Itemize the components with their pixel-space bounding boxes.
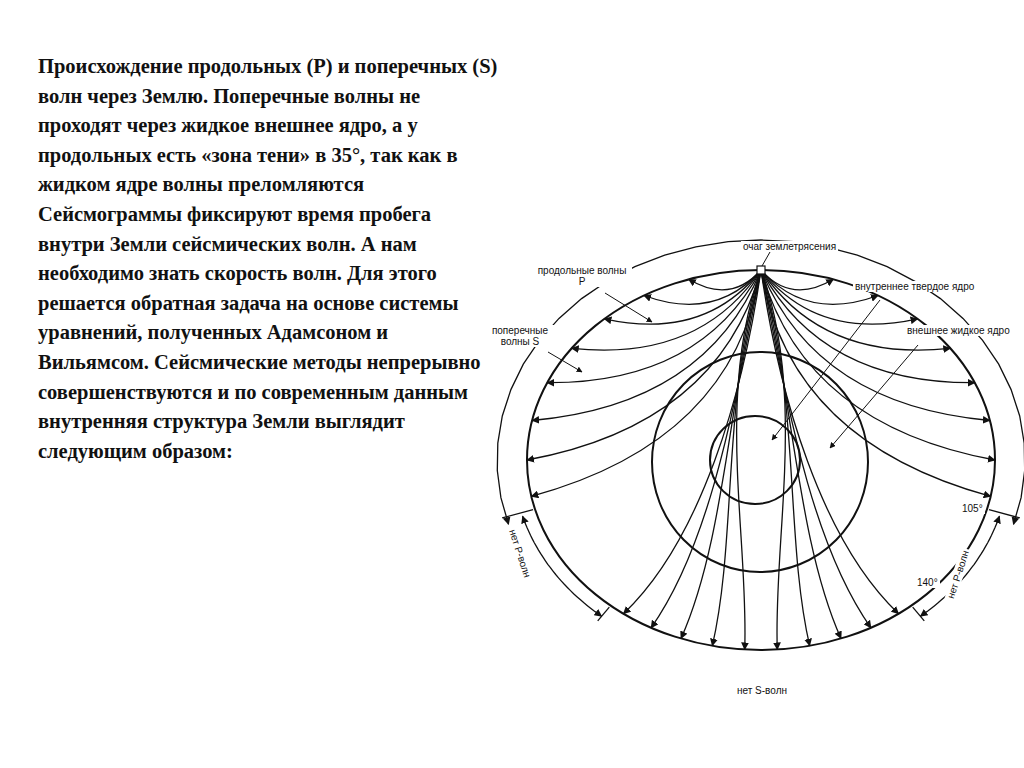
p-shadow-bracket: [920, 516, 999, 616]
wave-ray: [527, 270, 761, 460]
outer-core: [652, 352, 868, 572]
core-ray: [681, 270, 761, 639]
wave-ray: [644, 270, 761, 304]
leader-line: [772, 300, 880, 440]
wave-ray: [761, 270, 995, 460]
inner-core: [710, 416, 800, 504]
outer-core-label: внешнее жидкое ядро: [905, 325, 1012, 336]
wave-ray: [531, 270, 761, 496]
s-wave-label: поперечные волны S: [475, 325, 565, 347]
leader-line: [830, 345, 918, 448]
core-ray: [737, 270, 761, 650]
angle-label: 105°: [960, 503, 985, 514]
angle-tick: [913, 607, 925, 621]
wave-ray: [761, 270, 833, 290]
wave-ray: [761, 270, 918, 324]
leader-line: [605, 293, 652, 322]
core-ray: [624, 270, 762, 614]
inner-core-label: внутреннее твердое ядро: [853, 281, 976, 292]
source-point: [757, 266, 765, 274]
leader-line: [762, 252, 770, 266]
core-ray: [651, 270, 761, 628]
shadow-brackets: [497, 240, 1024, 621]
s-shadow-label: нет S-волн: [735, 685, 789, 696]
wave-ray: [761, 270, 991, 496]
p-wave-label: продольные волны P: [532, 265, 632, 287]
angle-tick: [598, 607, 610, 621]
core-ray: [761, 270, 841, 639]
p-shadow-bracket: [523, 516, 602, 616]
source-label: очаг землетрясения: [741, 241, 838, 252]
angle-label: 140°: [915, 577, 940, 588]
s-shadow-arc: [497, 240, 1024, 524]
wave-ray: [689, 270, 761, 290]
caption-text: Происхождение продольных (P) и поперечны…: [38, 52, 500, 466]
core-ray: [761, 270, 785, 650]
core-ray: [761, 270, 899, 614]
core-ray: [761, 270, 871, 628]
leader-line: [548, 352, 582, 372]
